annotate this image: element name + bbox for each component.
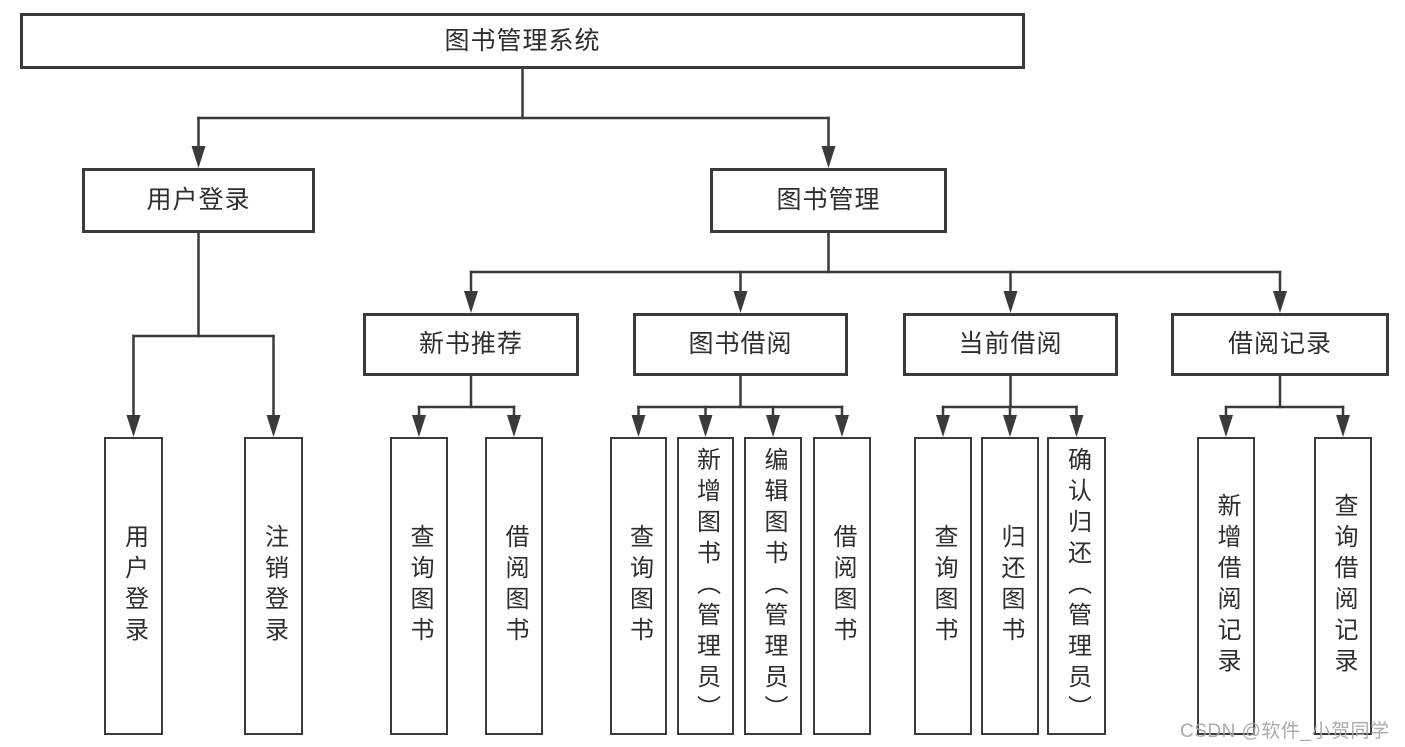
node-book-borrow-label: 图书借阅 bbox=[688, 330, 793, 358]
leaf-current-return-books: 归还图书 bbox=[981, 437, 1039, 735]
node-new-book-recommend: 新书推荐 bbox=[363, 313, 579, 376]
connector-arrowheads bbox=[126, 146, 1350, 437]
arrowhead-down-icon bbox=[733, 291, 748, 313]
node-current-borrow-label: 当前借阅 bbox=[958, 330, 1063, 358]
node-root-label: 图书管理系统 bbox=[444, 26, 601, 55]
arrowhead-down-icon bbox=[191, 146, 206, 168]
arrowhead-down-icon bbox=[1219, 415, 1233, 437]
leaf-borrow-edit-books-admin: 编辑图书（管理员） bbox=[744, 437, 802, 735]
node-user-login: 用户登录 bbox=[82, 168, 315, 233]
arrowhead-down-icon bbox=[126, 415, 141, 437]
leaf-user-login-label: 用户登录 bbox=[120, 524, 148, 648]
node-borrow-records: 借阅记录 bbox=[1171, 313, 1389, 376]
node-book-borrow: 图书借阅 bbox=[633, 313, 848, 376]
leaf-borrow-query-books-label: 查询图书 bbox=[625, 524, 653, 648]
leaf-user-login: 用户登录 bbox=[104, 437, 163, 735]
arrowhead-down-icon bbox=[412, 415, 426, 437]
node-borrow-records-label: 借阅记录 bbox=[1227, 330, 1332, 358]
arrowhead-down-icon bbox=[1273, 291, 1287, 313]
leaf-current-query-books: 查询图书 bbox=[914, 437, 972, 735]
arrowhead-down-icon bbox=[835, 415, 849, 437]
leaf-newbook-query-books-label: 查询图书 bbox=[406, 524, 433, 648]
arrowhead-down-icon bbox=[698, 415, 713, 437]
leaf-borrow-query-books: 查询图书 bbox=[610, 437, 667, 735]
arrowhead-down-icon bbox=[631, 415, 646, 437]
leaf-current-confirm-return-admin-label: 确认归还（管理员） bbox=[1063, 446, 1091, 726]
leaf-records-add-record: 新增借阅记录 bbox=[1197, 437, 1255, 735]
leaf-borrow-borrow-books: 借阅图书 bbox=[813, 437, 871, 735]
leaf-newbook-borrow-books-label: 借阅图书 bbox=[501, 524, 528, 648]
arrowhead-down-icon bbox=[1003, 291, 1018, 313]
arrowhead-down-icon bbox=[1003, 415, 1017, 437]
node-root: 图书管理系统 bbox=[20, 13, 1025, 69]
node-user-login-label: 用户登录 bbox=[146, 186, 251, 214]
leaf-records-add-record-label: 新增借阅记录 bbox=[1213, 493, 1240, 679]
leaf-newbook-borrow-books: 借阅图书 bbox=[485, 437, 543, 735]
node-book-management-label: 图书管理 bbox=[776, 186, 881, 214]
leaf-current-return-books-label: 归还图书 bbox=[997, 524, 1024, 648]
leaf-logout: 注销登录 bbox=[244, 437, 303, 735]
arrowhead-down-icon bbox=[1069, 415, 1084, 437]
leaf-records-query-record: 查询借阅记录 bbox=[1314, 437, 1372, 735]
arrowhead-down-icon bbox=[507, 415, 521, 437]
leaf-borrow-edit-books-admin-label: 编辑图书（管理员） bbox=[760, 446, 787, 726]
leaf-logout-label: 注销登录 bbox=[260, 524, 288, 648]
leaf-borrow-add-books-admin: 新增图书（管理员） bbox=[677, 437, 734, 735]
csdn-watermark: CSDN @软件_小贺同学 bbox=[1180, 721, 1390, 742]
arrowhead-down-icon bbox=[266, 415, 281, 437]
arrowhead-down-icon bbox=[464, 291, 478, 313]
arrowhead-down-icon bbox=[766, 415, 780, 437]
arrowhead-down-icon bbox=[936, 415, 950, 437]
leaf-newbook-query-books: 查询图书 bbox=[390, 437, 448, 735]
leaf-borrow-borrow-books-label: 借阅图书 bbox=[829, 524, 856, 648]
arrowhead-down-icon bbox=[821, 146, 836, 168]
leaf-borrow-add-books-admin-label: 新增图书（管理员） bbox=[692, 446, 720, 726]
node-book-management: 图书管理 bbox=[710, 168, 947, 233]
node-new-book-recommend-label: 新书推荐 bbox=[418, 330, 523, 358]
arrowhead-down-icon bbox=[1336, 415, 1350, 437]
node-current-borrow: 当前借阅 bbox=[903, 313, 1118, 376]
leaf-current-query-books-label: 查询图书 bbox=[930, 524, 957, 648]
leaf-records-query-record-label: 查询借阅记录 bbox=[1330, 493, 1357, 679]
leaf-current-confirm-return-admin: 确认归还（管理员） bbox=[1047, 437, 1106, 735]
